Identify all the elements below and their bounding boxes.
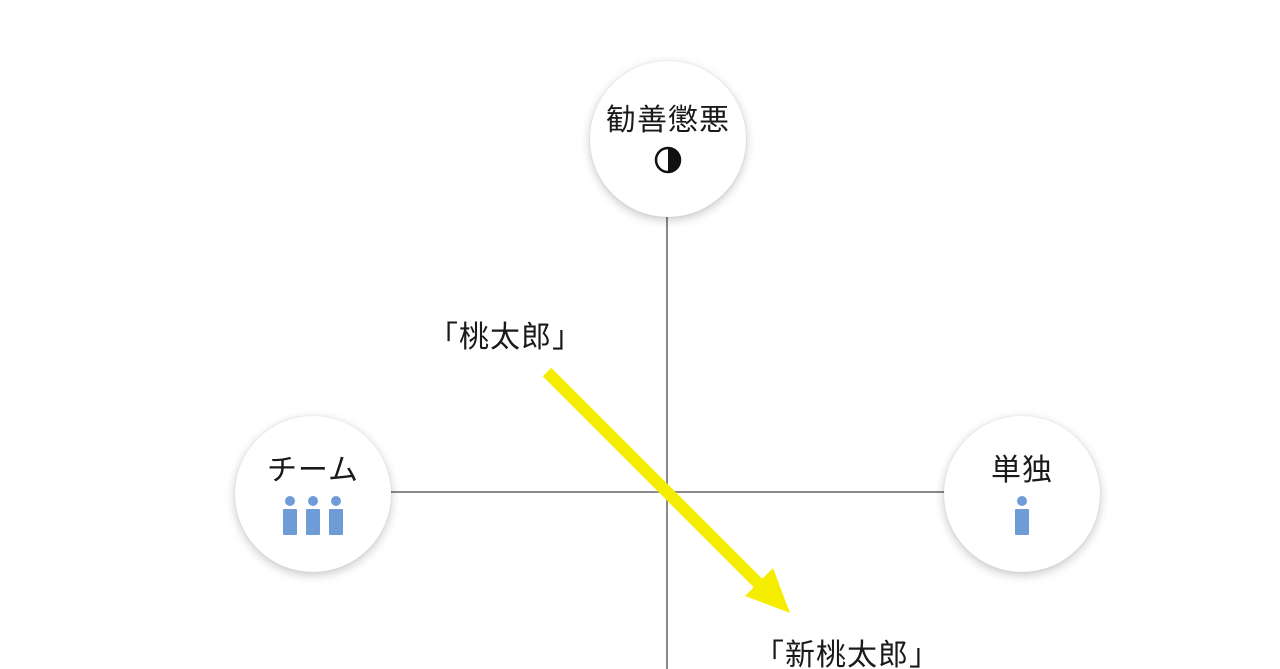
point-label-original: 「桃太郎」 (428, 320, 583, 355)
half-filled-circle-icon (654, 146, 682, 173)
axis-left-label: チーム (266, 452, 360, 488)
axis-right-label: 単独 (991, 452, 1053, 488)
axis-top-label: 勧善懲悪 (606, 102, 730, 138)
axis-node-right: 単独 (944, 416, 1100, 572)
axis-node-top: 勧善懲悪 (590, 61, 746, 217)
axis-node-left: チーム (235, 416, 391, 572)
single-person-icon (1015, 495, 1029, 535)
three-people-icon (283, 495, 343, 535)
point-label-new: 「新桃太郎」 (754, 638, 940, 669)
